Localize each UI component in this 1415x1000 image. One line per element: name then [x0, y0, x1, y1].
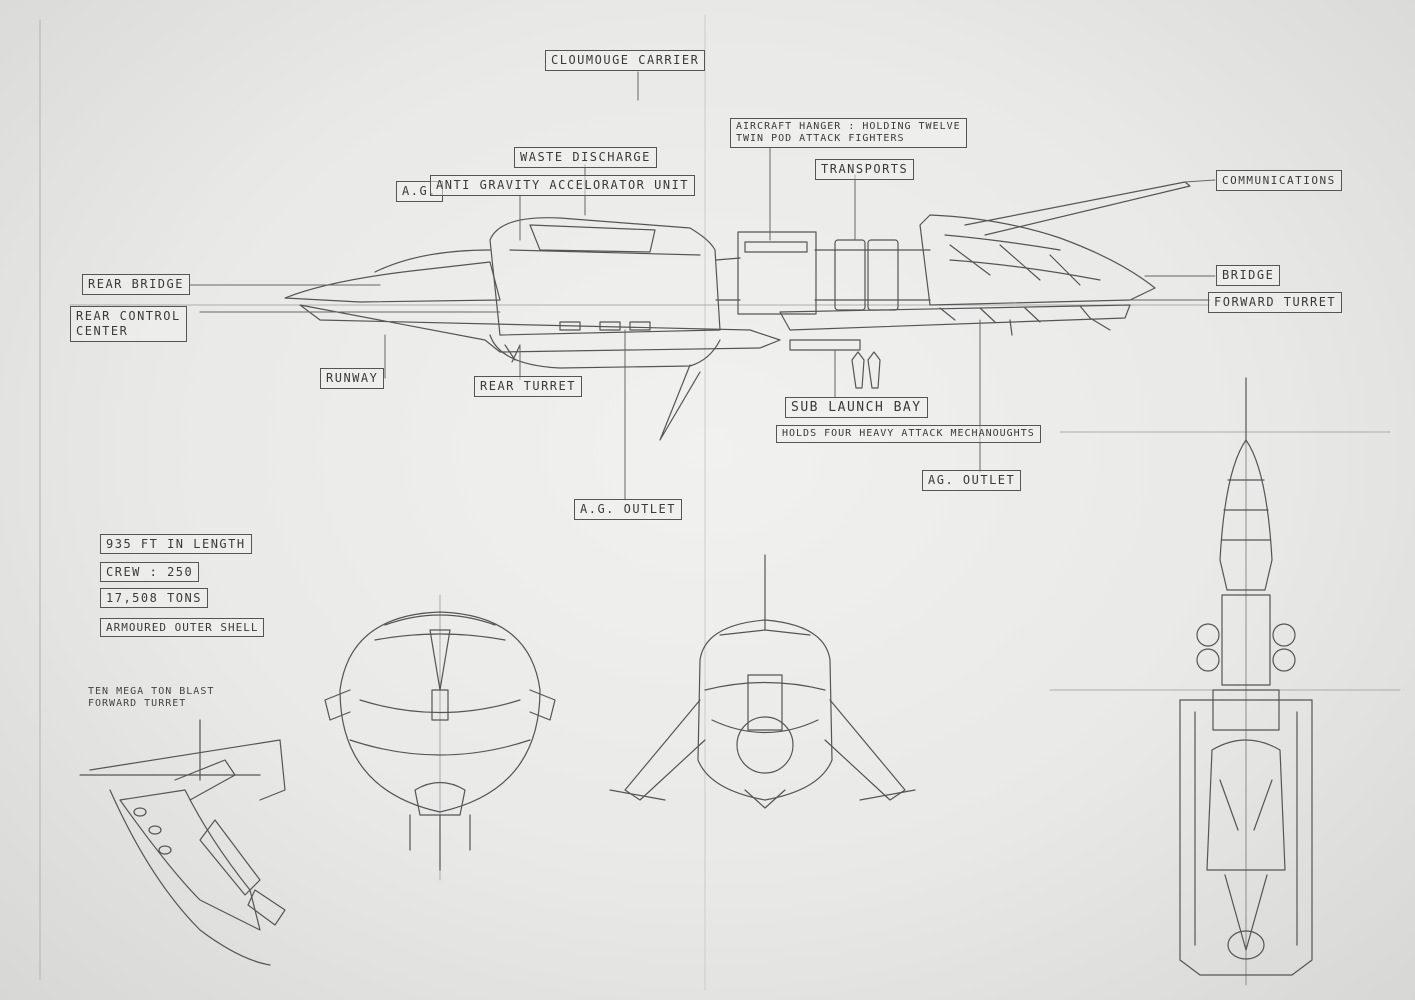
ag-unit-label: Anti Gravity Accelorator Unit [430, 175, 696, 196]
waste-discharge-label: Waste Discharge [514, 147, 657, 168]
side-view-ship [69, 181, 1211, 441]
front-view-ship [609, 554, 916, 809]
turret-detail-sketch [79, 719, 286, 966]
rear-bridge-label: Rear Bridge [82, 274, 190, 295]
detail-note: Ten Mega Ton Blast Forward Turret [88, 686, 215, 709]
spec-shell: Armoured Outer Shell [100, 618, 265, 637]
aircraft-hanger-label: Aircraft Hanger : Holding Twelve Twin Po… [730, 118, 967, 148]
rear-view-ship [324, 594, 556, 881]
ag-outlet-center-label: A.G. Outlet [574, 499, 682, 520]
sub-launch-bay-label: Sub Launch Bay [785, 397, 928, 418]
transports-label: Transports [815, 159, 915, 180]
bridge-label: Bridge [1216, 265, 1281, 286]
mechanoughts-label: Holds Four Heavy Attack Mechanoughts [776, 425, 1041, 443]
rear-control-center-label: Rear Control Center [70, 306, 187, 342]
top-view-ship [1049, 377, 1401, 986]
spec-length: 935 ft in length [100, 534, 252, 554]
forward-turret-label: Forward Turret [1208, 292, 1343, 313]
rear-turret-label: Rear Turret [474, 376, 582, 397]
spec-tons: 17,508 tons [100, 588, 208, 608]
spec-crew: Crew : 250 [100, 562, 200, 582]
runway-label: Runway [320, 368, 385, 389]
communications-label: Communications [1216, 170, 1342, 191]
ag-outlet-right-label: AG. Outlet [922, 470, 1022, 491]
diagram-title: Cloumouge Carrier [545, 50, 706, 71]
